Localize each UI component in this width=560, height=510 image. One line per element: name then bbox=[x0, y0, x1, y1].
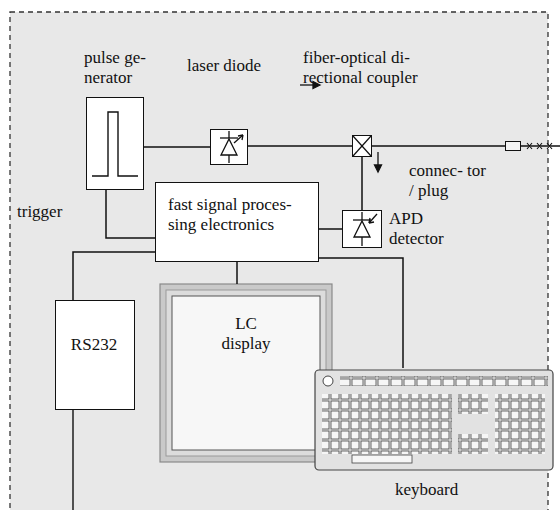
node-label: connec- tor / plug bbox=[409, 161, 487, 200]
coupler-box: fiber-optical di- rectional coupler bbox=[352, 135, 372, 157]
display-frame bbox=[160, 284, 332, 462]
direction-arrow bbox=[300, 82, 382, 173]
rs232-cable bbox=[72, 410, 73, 510]
process-box: fast signal proces- sing electronics bbox=[155, 182, 319, 262]
node-label: fiber-optical di- rectional coupler bbox=[303, 48, 448, 87]
box-fill bbox=[352, 135, 372, 157]
pulse-symbol bbox=[92, 112, 138, 176]
display-box: LC display bbox=[160, 284, 332, 462]
laser-diode-box: laser diode bbox=[210, 129, 248, 165]
connector-line bbox=[106, 190, 155, 238]
node-label: laser diode bbox=[187, 56, 261, 76]
node-label: fast signal proces- sing electronics bbox=[168, 195, 308, 234]
coupler-cross bbox=[353, 136, 371, 156]
interface-box: RS232 bbox=[55, 300, 135, 410]
connector-line bbox=[319, 228, 342, 230]
laser-diode-symbol bbox=[220, 131, 243, 163]
detector-box: APD detector bbox=[342, 210, 382, 248]
connector-line bbox=[236, 262, 238, 284]
keyboard-box: keyboard bbox=[315, 368, 553, 472]
connector-line bbox=[319, 258, 403, 368]
node-label: keyboard bbox=[395, 480, 458, 500]
connector-plug: connec- tor / plug bbox=[505, 141, 521, 151]
apd-symbol bbox=[353, 212, 377, 246]
signal-label: trigger bbox=[17, 202, 62, 222]
connector-line bbox=[361, 157, 363, 210]
display-bezel bbox=[166, 290, 326, 456]
node-label: RS232 bbox=[71, 335, 117, 355]
box-fill bbox=[342, 210, 382, 248]
connector-line bbox=[372, 145, 505, 147]
box-fill bbox=[210, 129, 248, 165]
keyboard-picture bbox=[315, 370, 553, 470]
fiber bbox=[521, 143, 560, 149]
display-screen bbox=[172, 296, 320, 450]
connector-line bbox=[144, 146, 210, 148]
housing-outline bbox=[10, 12, 548, 510]
node-label: LC display bbox=[216, 314, 276, 353]
pulse-generator-box: pulse ge- nerator bbox=[86, 97, 144, 190]
connector-line bbox=[248, 145, 352, 147]
node-label: APD detector bbox=[389, 209, 453, 248]
box-fill bbox=[86, 97, 144, 190]
connector-line bbox=[73, 252, 155, 300]
node-label: pulse ge- nerator bbox=[84, 48, 164, 87]
